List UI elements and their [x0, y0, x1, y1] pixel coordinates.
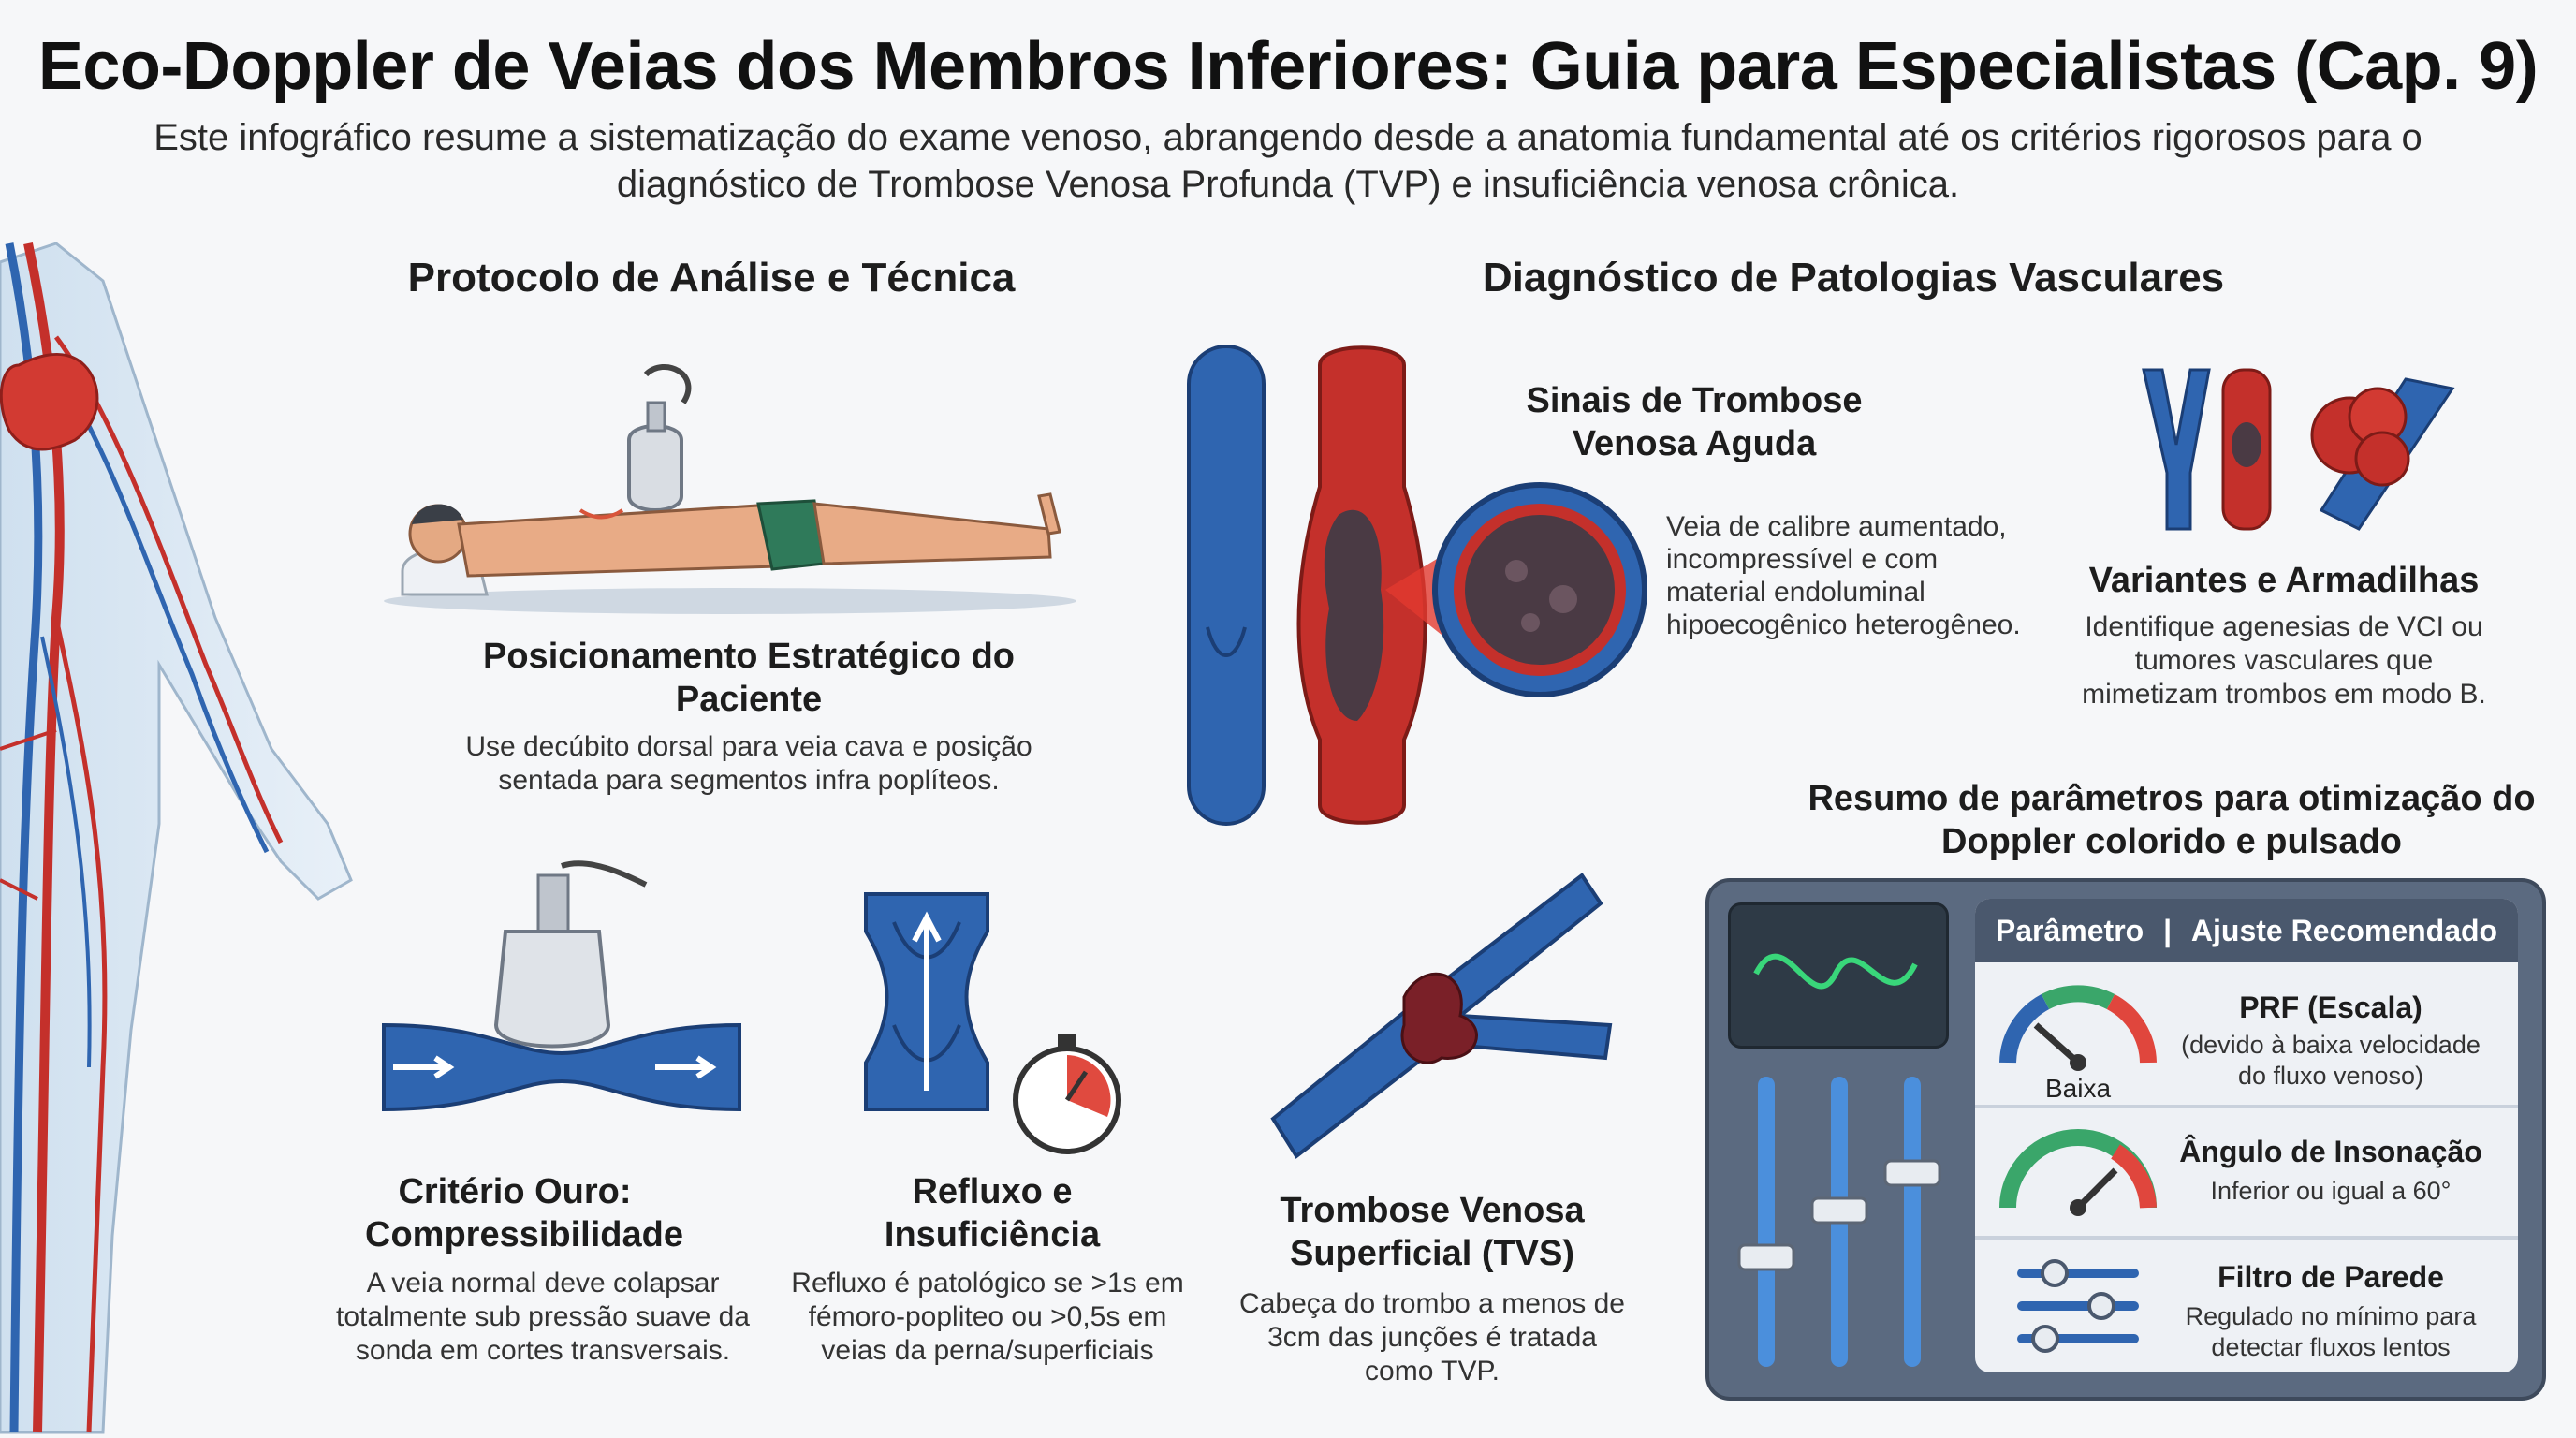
variants-title: Variantes e Armadilhas — [2088, 561, 2480, 600]
protocol-heading: Protocolo de Análise e Técnica — [407, 255, 1016, 301]
compress-text: A veia normal deve colapsar totalmente s… — [336, 1268, 750, 1366]
superficial-thrombosis-illustration — [1270, 873, 1613, 1159]
params-heading: Resumo de parâmetros para otimização do … — [1808, 779, 2536, 861]
param-desc-prf: (devido à baixa velocidade do fluxo veno… — [2181, 1031, 2481, 1090]
params-table-header: Parâmetro | Ajuste Recomendado — [1975, 899, 2518, 962]
doppler-monitor — [1728, 902, 1949, 1049]
param-name-filter: Filtro de Parede — [2217, 1260, 2444, 1294]
col-recommended: Ajuste Recomendado — [2190, 914, 2498, 947]
page-title: Eco-Doppler de Veias dos Membros Inferio… — [37, 29, 2539, 104]
pathology-heading: Diagnóstico de Patologias Vasculares — [1482, 255, 2225, 301]
variants-text: Identifique agenesias de VCI ou tumores … — [2082, 611, 2486, 710]
ultrasound-probe-icon — [493, 930, 611, 1049]
compress-title: Critério Ouro: Compressibilidade — [365, 1172, 683, 1255]
variants-illustration — [2142, 368, 2455, 531]
tvs-title: Trombose Venosa Superficial (TVS) — [1280, 1191, 1585, 1273]
ultrasound-probe-icon — [627, 424, 683, 512]
gauge-angle-icon — [1999, 1129, 2157, 1216]
param-name-angle: Ângulo de Insonação — [2179, 1135, 2482, 1168]
positioning-title: Posicionamento Estratégico do Paciente — [483, 637, 1015, 719]
thrombus-crosssection-icon — [1432, 482, 1647, 697]
param-desc-angle: Inferior ou igual a 60° — [2210, 1177, 2452, 1205]
body-anatomy-illustration — [0, 242, 353, 1434]
acute-title: Sinais de Trombose Venosa Aguda — [1526, 381, 1863, 463]
page-subtitle: Este infográfico resume a sistematização… — [154, 117, 2422, 205]
vein-thrombus-illustration — [1187, 345, 1479, 826]
reflux-text: Refluxo é patológico se >1s em fémoro-po… — [791, 1268, 1184, 1366]
heart-icon — [0, 352, 99, 451]
param-desc-filter: Regulado no mínimo para detectar fluxos … — [2185, 1302, 2477, 1361]
waveform-icon — [1753, 953, 1918, 990]
reflux-title: Refluxo e Insuficiência — [884, 1172, 1101, 1255]
acute-text: Veia de calibre aumentado, incompressíve… — [1666, 511, 2021, 640]
col-separator: | — [2163, 914, 2173, 947]
reflux-illustration — [864, 892, 1121, 1154]
gauge-label: Baixa — [2044, 1074, 2112, 1103]
col-parameter: Parâmetro — [1995, 914, 2144, 947]
gauge-low-icon — [1999, 985, 2157, 1071]
param-name-prf: PRF (Escala) — [2239, 990, 2422, 1024]
positioning-text: Use decúbito dorsal para veia cava e pos… — [465, 731, 1032, 796]
tvs-text: Cabeça do trombo a menos de 3cm das junç… — [1239, 1288, 1625, 1387]
gain-sliders-icon — [1737, 1077, 1941, 1367]
patient-supine-illustration — [384, 363, 1076, 614]
sliders-icon — [2017, 1259, 2139, 1353]
compression-illustration — [382, 860, 741, 1112]
